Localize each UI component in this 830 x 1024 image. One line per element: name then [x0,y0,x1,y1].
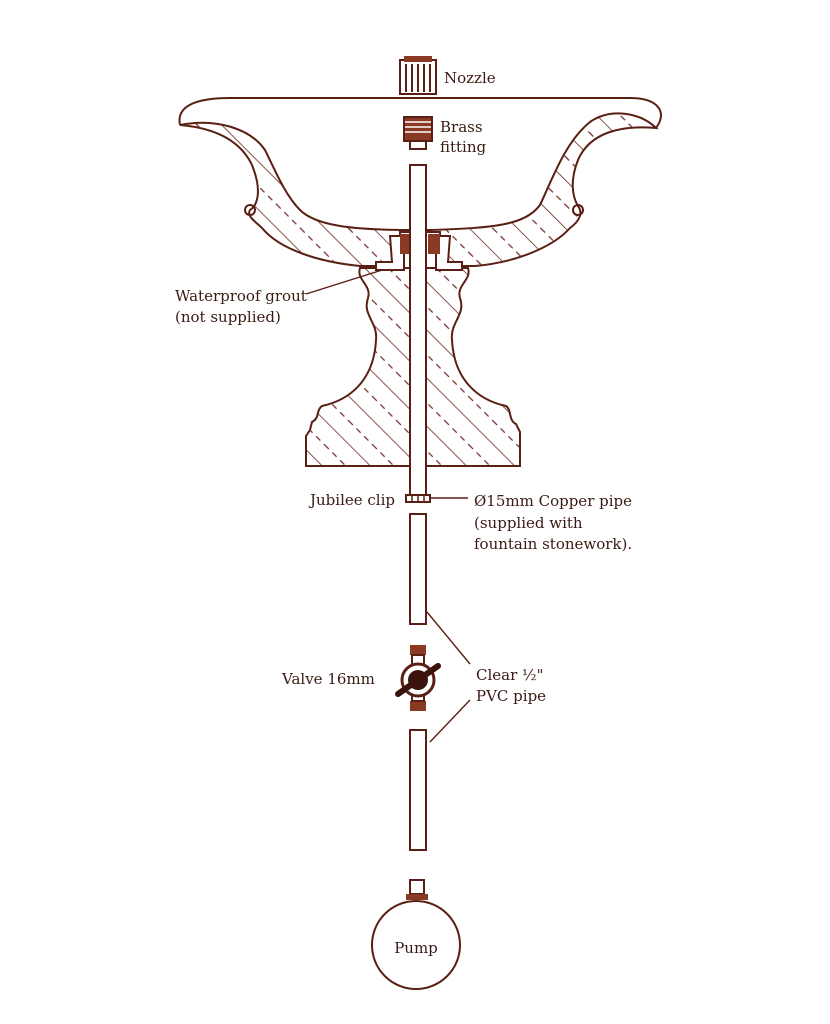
label-pvc-pipe-line2: PVC pipe [476,687,546,705]
pvc-pipe [409,513,427,851]
label-pvc-pipe-line1: Clear ½" [476,666,543,684]
label-waterproof-grout-line2: (not supplied) [175,308,281,326]
label-copper-pipe-line1: Ø15mm Copper pipe [474,492,632,510]
leader-lines [305,269,471,743]
label-nozzle: Nozzle [444,69,496,87]
label-jubilee-clip: Jubilee clip [308,491,395,509]
label-copper-pipe-line2: (supplied with [474,514,583,532]
jubilee-clip-icon [405,494,431,503]
label-waterproof-grout-line1: Waterproof grout [175,287,307,305]
label-brass-fitting-line1: Brass [440,118,483,136]
valve-icon [395,645,441,711]
fountain-bowl [178,97,662,267]
pump-icon [371,879,461,990]
copper-pipe [409,164,427,496]
label-brass-fitting-line2: fitting [440,138,487,156]
label-copper-pipe-line3: fountain stonework). [474,535,632,553]
brass-fitting-icon [403,116,433,150]
label-pump: Pump [394,939,438,957]
nozzle-icon [399,56,437,95]
label-valve: Valve 16mm [281,670,375,688]
